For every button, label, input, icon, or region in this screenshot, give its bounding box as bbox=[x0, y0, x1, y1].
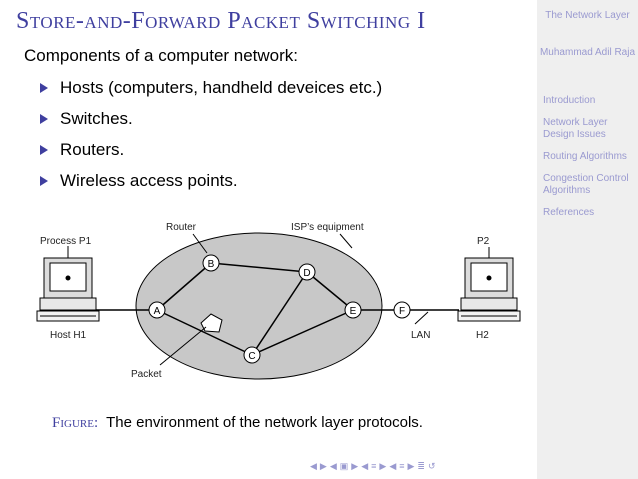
label-lan: LAN bbox=[411, 330, 430, 341]
sidebar-item-congestion[interactable]: Congestion Control Algorithms bbox=[543, 173, 629, 196]
network-diagram: A B C D E F Process P1 Router ISP’s equi… bbox=[36, 222, 521, 380]
slide-content: Store-and-Forward Packet Switching I Com… bbox=[16, 8, 535, 474]
nav-prev-frame-icon[interactable]: ◀ bbox=[310, 460, 317, 471]
nav-next-section-icon[interactable]: ▶ bbox=[379, 460, 387, 471]
label-packet: Packet bbox=[131, 369, 162, 380]
router-node-a: A bbox=[148, 301, 166, 319]
nav-doc-icon[interactable]: ≡ bbox=[399, 461, 405, 471]
svg-text:E: E bbox=[350, 306, 357, 317]
svg-text:A: A bbox=[154, 306, 161, 317]
label-process-p1: Process P1 bbox=[40, 236, 92, 247]
beamer-navigation-bar: ◀ ▶ ◀ ▣ ▶ ◀ ≡ ▶ ◀ ≡ ▶ ≣ ↺ bbox=[310, 458, 535, 474]
sidebar-item-design-issues[interactable]: Network Layer Design Issues bbox=[543, 117, 608, 140]
router-node-d: D bbox=[298, 263, 316, 281]
figure-caption: Figure: The environment of the network la… bbox=[52, 414, 423, 432]
router-node-b: B bbox=[202, 254, 220, 272]
nav-align-icon[interactable]: ≣ bbox=[417, 460, 425, 471]
bullet-item: Wireless access points. bbox=[40, 171, 382, 202]
bullet-item: Switches. bbox=[40, 109, 382, 140]
nav-next-frame-icon[interactable]: ▶ bbox=[319, 460, 327, 471]
sidebar-item-references[interactable]: References bbox=[543, 207, 595, 218]
isp-cloud bbox=[135, 232, 383, 380]
router-node-c: C bbox=[243, 346, 261, 364]
label-router: Router bbox=[166, 222, 197, 233]
packet-shape bbox=[200, 313, 223, 333]
nav-next-subsection-icon[interactable]: ▶ bbox=[351, 460, 359, 471]
nav-search-icon[interactable]: ↺ bbox=[427, 460, 436, 471]
bullet-item: Hosts (computers, handheld deveices etc.… bbox=[40, 78, 382, 109]
label-p2: P2 bbox=[477, 236, 490, 247]
nav-prev-doc-icon[interactable]: ◀ bbox=[389, 460, 397, 471]
host-h2-computer-icon bbox=[457, 257, 521, 322]
sidebar-author: Muhammad Adil Raja bbox=[539, 47, 636, 58]
sidebar-item-introduction[interactable]: Introduction bbox=[543, 95, 596, 106]
figure-caption-text: The environment of the network layer pro… bbox=[106, 414, 423, 431]
bullet-triangle-icon bbox=[40, 145, 48, 155]
slide-title: Store-and-Forward Packet Switching I bbox=[16, 8, 426, 34]
nav-prev-subsection-icon[interactable]: ◀ bbox=[329, 460, 337, 471]
sidebar-item-routing[interactable]: Routing Algorithms bbox=[543, 151, 627, 162]
nav-prev-section-icon[interactable]: ◀ bbox=[361, 460, 369, 471]
bullet-list: Hosts (computers, handheld deveices etc.… bbox=[40, 78, 382, 202]
svg-text:B: B bbox=[208, 259, 215, 270]
bullet-triangle-icon bbox=[40, 176, 48, 186]
svg-text:D: D bbox=[303, 268, 310, 279]
nav-next-doc-icon[interactable]: ▶ bbox=[407, 460, 415, 471]
svg-text:F: F bbox=[399, 306, 405, 317]
host-h1-computer-icon bbox=[36, 257, 100, 322]
router-node-f: F bbox=[393, 301, 411, 319]
svg-text:C: C bbox=[248, 351, 255, 362]
label-h2: H2 bbox=[476, 330, 489, 341]
bullet-text: Switches. bbox=[60, 109, 133, 128]
bullet-triangle-icon bbox=[40, 83, 48, 93]
bullet-item: Routers. bbox=[40, 140, 382, 171]
bullet-triangle-icon bbox=[40, 114, 48, 124]
sidebar-nav: Introduction Network Layer Design Issues… bbox=[543, 95, 635, 229]
bullet-text: Routers. bbox=[60, 140, 125, 159]
nav-frame-icon[interactable]: ▣ bbox=[339, 460, 349, 471]
label-isp-equipment: ISP’s equipment bbox=[291, 222, 364, 233]
nav-section-icon[interactable]: ≡ bbox=[371, 461, 377, 471]
bullet-text: Hosts (computers, handheld deveices etc.… bbox=[60, 78, 383, 97]
figure-label: Figure: bbox=[52, 415, 99, 431]
label-host-h1: Host H1 bbox=[50, 330, 87, 341]
sidebar-title: The Network Layer bbox=[545, 10, 630, 21]
sidebar: The Network Layer Muhammad Adil Raja Int… bbox=[537, 0, 638, 479]
intro-text: Components of a computer network: bbox=[24, 46, 299, 65]
router-node-e: E bbox=[344, 301, 362, 319]
bullet-text: Wireless access points. bbox=[60, 171, 238, 190]
